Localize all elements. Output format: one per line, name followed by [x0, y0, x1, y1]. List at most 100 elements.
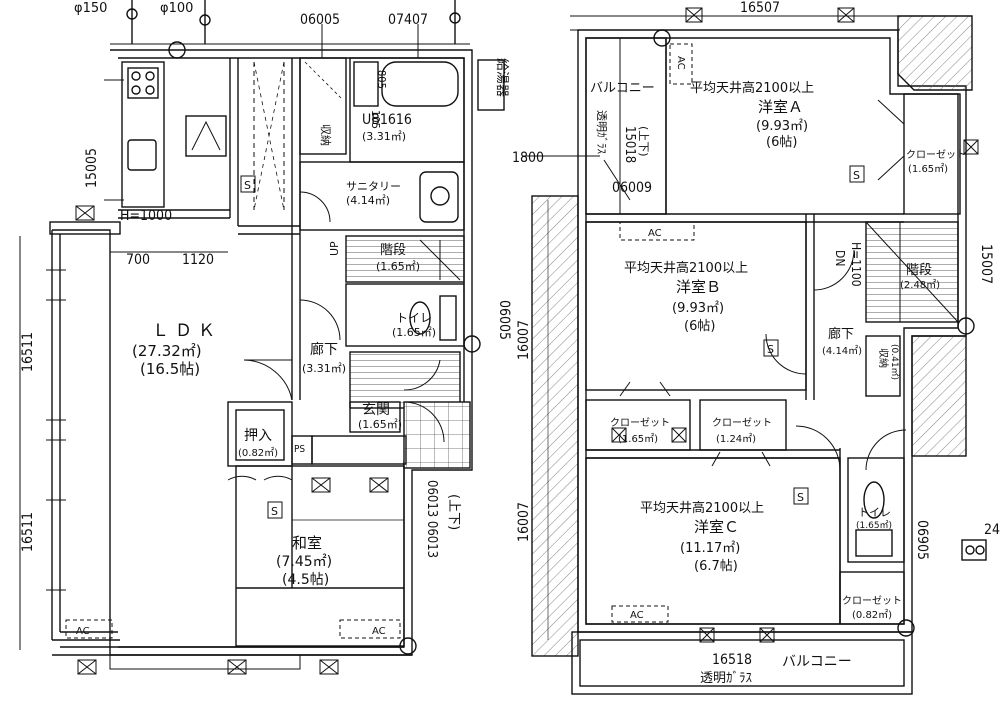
f2-code-24: 24: [984, 522, 1000, 538]
ub-code-105: 105: [369, 110, 382, 129]
ac-label-f1-2: AC: [372, 626, 386, 637]
closet-c1-name: クローゼット: [712, 417, 772, 429]
room-c-area: (11.17㎡): [680, 541, 740, 556]
code-phi150: φ150: [74, 1, 107, 16]
washitsu-tatami: (4.5帖): [282, 572, 329, 588]
f2-storage-area: (0.41㎡): [889, 344, 900, 380]
ac-label-f2-1: AC: [648, 228, 662, 239]
s-mark-3: S: [853, 169, 860, 182]
f2-code-15007: 15007: [978, 244, 994, 284]
dim-1120: 1120: [182, 252, 214, 268]
ac-label-f2-2: AC: [675, 56, 686, 70]
washitsu-name: 和室: [292, 534, 322, 552]
f2-code-16518: 16518: [712, 652, 752, 668]
sanitary-area: (4.14㎡): [346, 194, 390, 207]
ldk-name: ＬＤＫ: [152, 321, 221, 341]
room-b-area: (9.93㎡): [672, 301, 724, 316]
stairs-up: UP: [328, 241, 341, 256]
ub-name: UB1616: [362, 112, 412, 128]
room-a-ceiling: 平均天井高2100以上: [690, 80, 814, 96]
code-07407: 07407: [388, 12, 428, 28]
entrance-area: (1.65㎡): [358, 418, 402, 431]
toilet-name: トイレ: [396, 311, 432, 325]
f2-bottom-glass: 透明ｶﾞﾗｽ: [700, 671, 753, 686]
closet-c2-area: (0.82㎡): [852, 609, 892, 621]
ub-area: (3.31㎡): [362, 130, 406, 143]
water-heater-label: 給湯器: [494, 58, 509, 97]
room-b-name: 洋室Ｂ: [676, 278, 721, 296]
f2-balcony-top: バルコニー: [590, 81, 655, 96]
ub-code-805: 805: [375, 70, 388, 89]
ac-label-f2-3: AC: [630, 610, 644, 621]
oshiire-name: 押入: [244, 428, 272, 444]
f2-code-16007b: 16007: [516, 502, 532, 542]
stairs-name: 階段: [380, 243, 406, 258]
f2-balcony-bottom: バルコニー: [782, 654, 852, 670]
f2-h1100: H=1100: [849, 242, 863, 287]
ps-label: PS: [294, 444, 305, 455]
f2-code-15018: 15018: [622, 126, 637, 163]
closet-a-area: (1.65㎡): [908, 163, 948, 175]
room-b-ceiling: 平均天井高2100以上: [624, 260, 748, 276]
f2-hallway-area: (4.14㎡): [822, 345, 862, 357]
closet-b-name: クローゼット: [610, 417, 670, 429]
floor-1-text: φ150 φ100 06005 07407 給湯器 15005 16511 16…: [20, 1, 512, 637]
s-mark-2: S: [271, 505, 278, 518]
dim-15005: 15005: [84, 148, 100, 188]
code-phi100: φ100: [160, 1, 193, 16]
room-a-name: 洋室Ａ: [758, 98, 803, 116]
f2-code-06905: 06905: [914, 520, 930, 560]
s-mark-5: S: [797, 491, 804, 504]
f2-glass-label: 透明ｶﾞﾗｽ: [595, 110, 608, 154]
dim-16511-b: 16511: [20, 512, 36, 552]
hallway-name: 廊下: [310, 341, 338, 358]
dim-h1000: H=1000: [120, 208, 172, 224]
f2-code-16007a: 16007: [516, 320, 532, 360]
s-mark-4: S: [767, 343, 774, 356]
storage-label: 収納: [319, 124, 332, 146]
room-a-area: (9.93㎡): [756, 119, 808, 134]
f2-dn: DN: [833, 250, 847, 266]
f2-hallway-name: 廊下: [828, 326, 854, 342]
f2-code-16507: 16507: [740, 0, 780, 16]
closet-c2-name: クローゼット: [842, 595, 902, 607]
floor-2-text: 16507 バルコニー 透明ｶﾞﾗｽ 15018 (上下) 06009 1800…: [512, 0, 1000, 686]
room-b-tatami: (6帖): [684, 319, 715, 334]
dim-16511-a: 16511: [20, 332, 36, 372]
closet-c1-area: (1.24㎡): [716, 433, 756, 445]
dim-700: 700: [126, 252, 150, 268]
floor-1: [19, 0, 505, 675]
ldk-area: (27.32㎡): [132, 342, 202, 360]
washitsu-area: (7.45㎡): [276, 554, 332, 570]
stairs-area: (1.65㎡): [376, 260, 420, 273]
ldk-tatami: (16.5帖): [140, 360, 200, 378]
hallway-area: (3.31㎡): [302, 362, 346, 375]
closet-a-name: クローゼット: [906, 149, 966, 161]
entrance-name: 玄関: [362, 401, 390, 418]
s-mark-1: S: [244, 179, 251, 192]
dim-06013-sub: (上下): [446, 494, 461, 530]
f2-stairs-area: (2.48㎡): [900, 279, 940, 291]
s-marks: [240, 165, 865, 519]
f2-code-1800: 1800: [512, 150, 544, 166]
room-c-tatami: (6.7帖): [694, 559, 738, 574]
floor-2: [522, 7, 987, 695]
f2-stairs-name: 階段: [906, 263, 932, 278]
f2-toilet-name: トイレ: [858, 506, 891, 519]
closet-b-area: (1.65㎡): [618, 433, 658, 445]
dim-06005-right: 06005: [496, 300, 512, 340]
f2-toilet-area: (1.65㎡): [856, 520, 892, 531]
sanitary-name: サニタリー: [346, 180, 401, 193]
ac-label-f1-1: AC: [76, 626, 90, 637]
room-c-name: 洋室Ｃ: [694, 518, 739, 536]
oshiire-area: (0.82㎡): [238, 447, 278, 459]
f2-storage-name: 収納: [877, 348, 890, 368]
f2-code-06009: 06009: [612, 180, 652, 196]
code-06005: 06005: [300, 12, 340, 28]
room-a-tatami: (6帖): [766, 135, 797, 150]
f1-outer-wall: [52, 49, 473, 656]
toilet-area: (1.65㎡): [392, 326, 436, 339]
room-c-ceiling: 平均天井高2100以上: [640, 500, 764, 516]
dim-06013: 06013 06013: [424, 480, 439, 558]
